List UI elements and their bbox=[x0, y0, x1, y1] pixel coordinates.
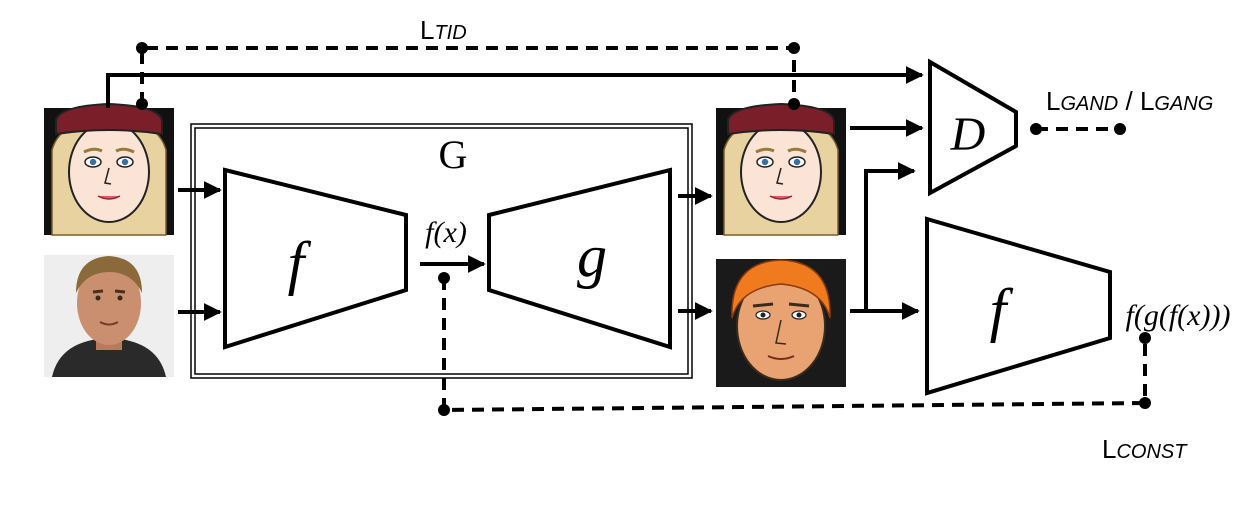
encoder-f-second-block bbox=[925, 216, 1112, 396]
discriminator-d-block bbox=[928, 58, 1018, 197]
fgfx-label: f(g(f(x))) bbox=[1126, 299, 1231, 332]
output-cartoon-face-image bbox=[716, 102, 846, 236]
input-cartoon-face-image bbox=[44, 102, 174, 236]
fx-label: f(x) bbox=[425, 216, 467, 249]
gan-d-loss-main: L bbox=[1046, 86, 1060, 116]
const-loss-sub: CONST bbox=[1116, 441, 1188, 463]
gan-g-loss-main: L bbox=[1140, 86, 1154, 116]
generator-label: G bbox=[439, 132, 468, 177]
dashed-loss-lines bbox=[140, 46, 1147, 413]
decoder-g-block bbox=[487, 167, 672, 350]
tid-loss-main: L bbox=[420, 15, 434, 45]
encoder-f-block bbox=[223, 167, 408, 350]
loss-endpoint-dots bbox=[136, 42, 1151, 416]
tid-loss-line bbox=[140, 46, 796, 104]
gan-d-loss-sub: GAND bbox=[1060, 93, 1118, 115]
input-photo-face-image bbox=[44, 255, 174, 377]
const-loss-label: LCONST bbox=[1102, 434, 1188, 464]
generator-box bbox=[190, 123, 693, 379]
solid-arrows bbox=[106, 66, 924, 321]
discriminator-d-label: D bbox=[950, 108, 986, 161]
tid-loss-sub: TID bbox=[434, 22, 466, 44]
gan-loss-label: LGAND / LGANG bbox=[1046, 86, 1213, 116]
output-orange-hair-face-image bbox=[716, 259, 846, 387]
gan-g-loss-sub: GANG bbox=[1154, 93, 1213, 115]
gan-loss-separator: / bbox=[1118, 86, 1140, 116]
tid-loss-label: LTID bbox=[420, 15, 467, 45]
decoder-g-label: g bbox=[577, 223, 607, 289]
arrow-output-b-to-discriminator bbox=[850, 162, 916, 313]
arrow-input-to-discriminator bbox=[106, 66, 924, 108]
const-loss-main: L bbox=[1102, 434, 1116, 464]
const-loss-line bbox=[442, 278, 1147, 413]
